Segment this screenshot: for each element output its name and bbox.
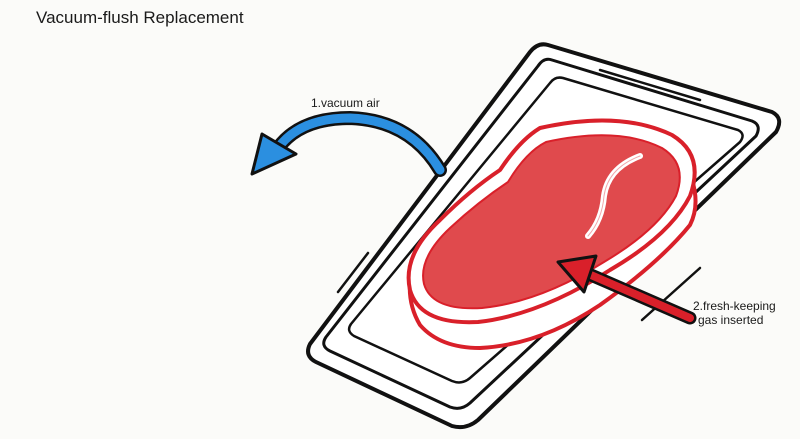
gas-label-line1: 2.fresh-keeping <box>693 299 776 313</box>
diagram-title: Vacuum-flush Replacement <box>36 8 244 27</box>
steak-icon <box>406 118 698 350</box>
gas-inserted-arrow-icon <box>556 254 697 325</box>
vacuum-air-label: 1.vacuum air <box>311 96 380 110</box>
vacuum-air-arrow-icon <box>250 110 447 177</box>
gas-label-line2: gas inserted <box>698 313 764 327</box>
